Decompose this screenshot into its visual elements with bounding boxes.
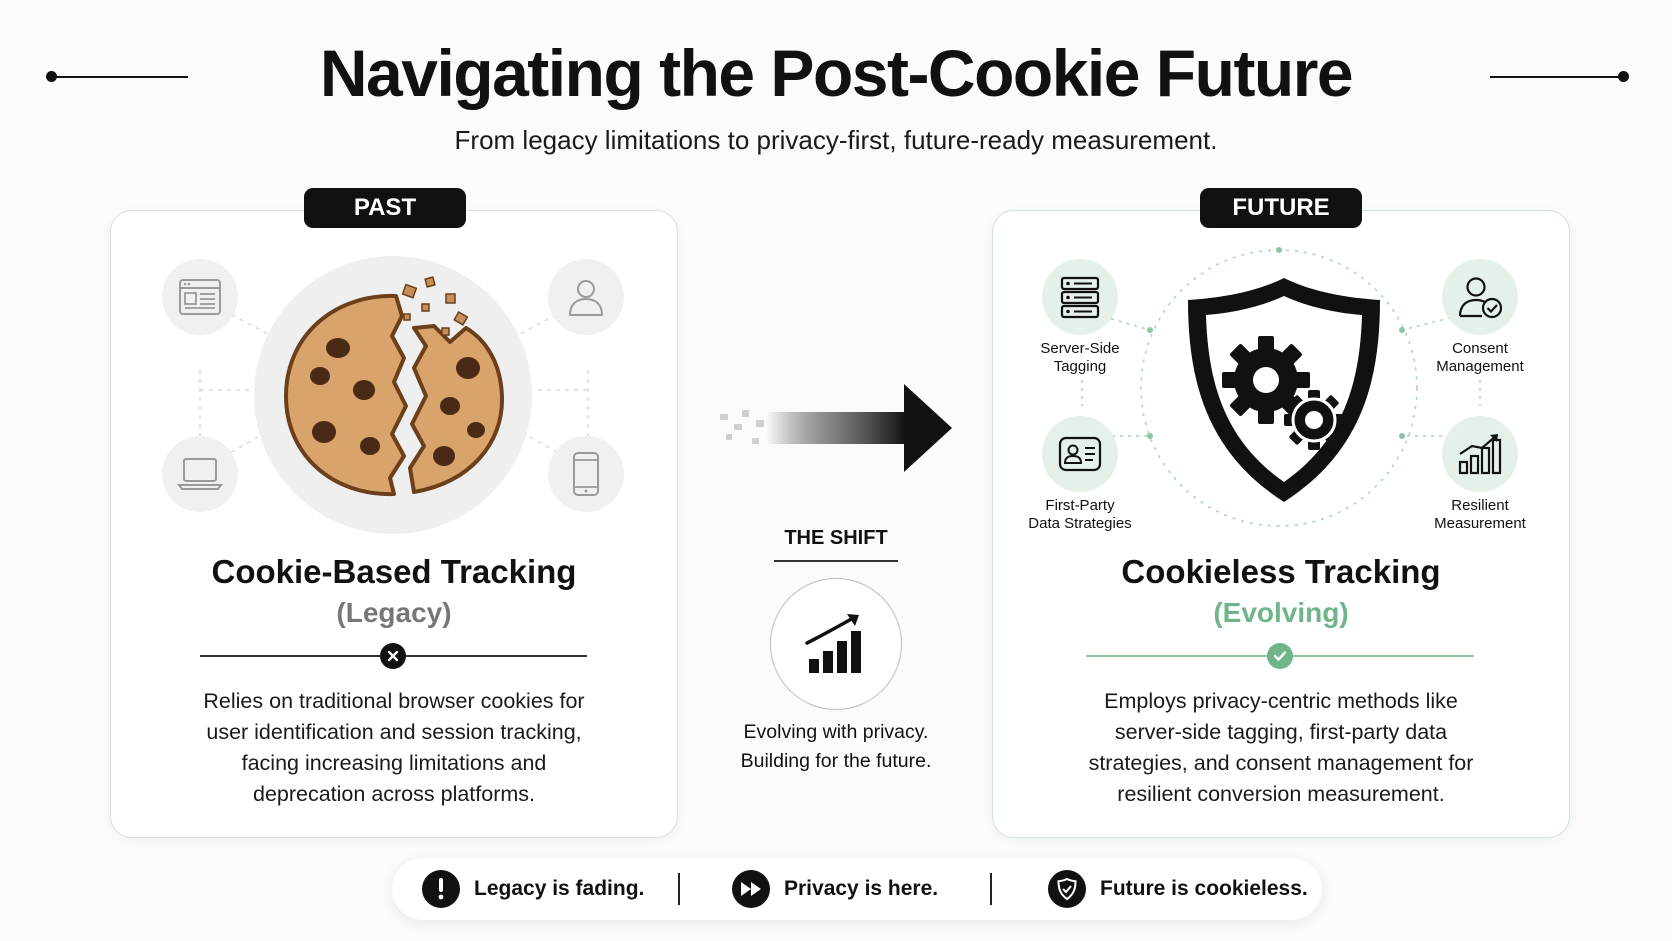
arrow-right-icon: [720, 384, 952, 472]
fast-forward-icon: [732, 870, 770, 908]
growth-chart-circle: [770, 578, 902, 710]
future-tag: FUTURE: [1200, 188, 1362, 228]
consent-management-icon-circle: [1442, 259, 1518, 335]
footer-separator: [990, 873, 992, 905]
future-heading: Cookieless Tracking: [1121, 553, 1441, 590]
future-subheading: (Evolving): [1213, 597, 1349, 628]
feature-label-line: Measurement: [1434, 515, 1526, 532]
feature-label-first-party-data: First-Party Data Strategies: [1010, 497, 1150, 533]
feature-label-resilient-measurement: Resilient Measurement: [1410, 497, 1550, 533]
feature-label-line: Data Strategies: [1028, 515, 1132, 532]
header-right-dot: [1618, 71, 1629, 82]
mobile-phone-icon-circle: [548, 436, 624, 512]
resilient-measurement-icon-circle: [1442, 416, 1518, 492]
past-description-line: deprecation across platforms.: [252, 782, 536, 806]
past-subheading: (Legacy): [336, 597, 452, 628]
header-left-line: [52, 76, 188, 78]
footer-label: Privacy is here.: [784, 877, 939, 900]
growth-chart-icon: [805, 614, 861, 673]
header-left-dot: [46, 71, 57, 82]
footer-item-future: Future is cookieless.: [1048, 870, 1308, 908]
feature-label-line: Consent: [1452, 340, 1508, 357]
future-description-line: resilient conversion measurement.: [1117, 782, 1445, 806]
user-icon: [568, 280, 604, 316]
shift-text-line: Evolving with privacy.: [743, 721, 929, 743]
shift-text-line: Building for the future.: [740, 750, 932, 772]
feature-label-line: Server-Side: [1040, 340, 1120, 357]
bar-chart-icon: [1458, 434, 1502, 475]
feature-label-line: Resilient: [1451, 497, 1509, 514]
shift-text: Evolving with privacy. Building for the …: [700, 718, 972, 776]
shift-title: THE SHIFT: [784, 527, 888, 549]
feature-label-server-side-tagging: Server-Side Tagging: [1010, 340, 1150, 376]
feature-label-line: First-Party: [1045, 497, 1115, 514]
footer-separator: [678, 873, 680, 905]
laptop-icon: [177, 458, 223, 490]
feature-label-line: Management: [1436, 358, 1524, 375]
browser-window-icon: [179, 279, 221, 315]
mobile-phone-icon: [573, 452, 599, 496]
future-description-line: Employs privacy-centric methods like: [1104, 689, 1458, 713]
x-mark-badge: [380, 643, 406, 669]
shield-gears-icon: [1188, 278, 1380, 502]
future-description-line: strategies, and consent management for: [1088, 751, 1474, 775]
footer-label: Future is cookieless.: [1100, 877, 1308, 900]
feature-label-consent-management: Consent Management: [1410, 340, 1550, 376]
header-right-line: [1490, 76, 1624, 78]
footer-label: Legacy is fading.: [474, 877, 645, 900]
server-icon: [1060, 276, 1100, 319]
future-description-line: server-side tagging, first-party data: [1114, 720, 1448, 744]
past-description-line: facing increasing limitations and: [241, 751, 547, 775]
past-heading: Cookie-Based Tracking: [211, 553, 577, 590]
user-check-icon: [1458, 277, 1503, 319]
page-title: Navigating the Post-Cookie Future: [319, 36, 1354, 110]
footer-bar: [392, 858, 1322, 920]
browser-window-icon-circle: [162, 259, 238, 335]
past-tag: PAST: [304, 188, 466, 228]
shield-check-icon: [1048, 870, 1086, 908]
user-icon-circle: [548, 259, 624, 335]
laptop-icon-circle: [162, 436, 238, 512]
check-mark-badge: [1267, 643, 1293, 669]
feature-label-line: Tagging: [1053, 358, 1107, 375]
past-description-line: Relies on traditional browser cookies fo…: [203, 689, 585, 713]
past-description-line: user identification and session tracking…: [206, 720, 582, 744]
server-side-tagging-icon-circle: [1042, 259, 1118, 335]
exclamation-icon: [422, 870, 460, 908]
footer-item-privacy: Privacy is here.: [732, 870, 938, 908]
future-description: Employs privacy-centric methods like ser…: [992, 686, 1570, 810]
broken-cookie-icon: [284, 276, 504, 497]
past-description: Relies on traditional browser cookies fo…: [110, 686, 678, 810]
shift-divider: [774, 560, 898, 562]
close-icon: [387, 650, 399, 662]
id-card-icon: [1058, 436, 1102, 472]
check-icon: [1273, 651, 1287, 661]
page-subtitle: From legacy limitations to privacy-first…: [454, 125, 1218, 155]
footer-item-legacy: Legacy is fading.: [422, 870, 644, 908]
first-party-data-icon-circle: [1042, 416, 1118, 492]
